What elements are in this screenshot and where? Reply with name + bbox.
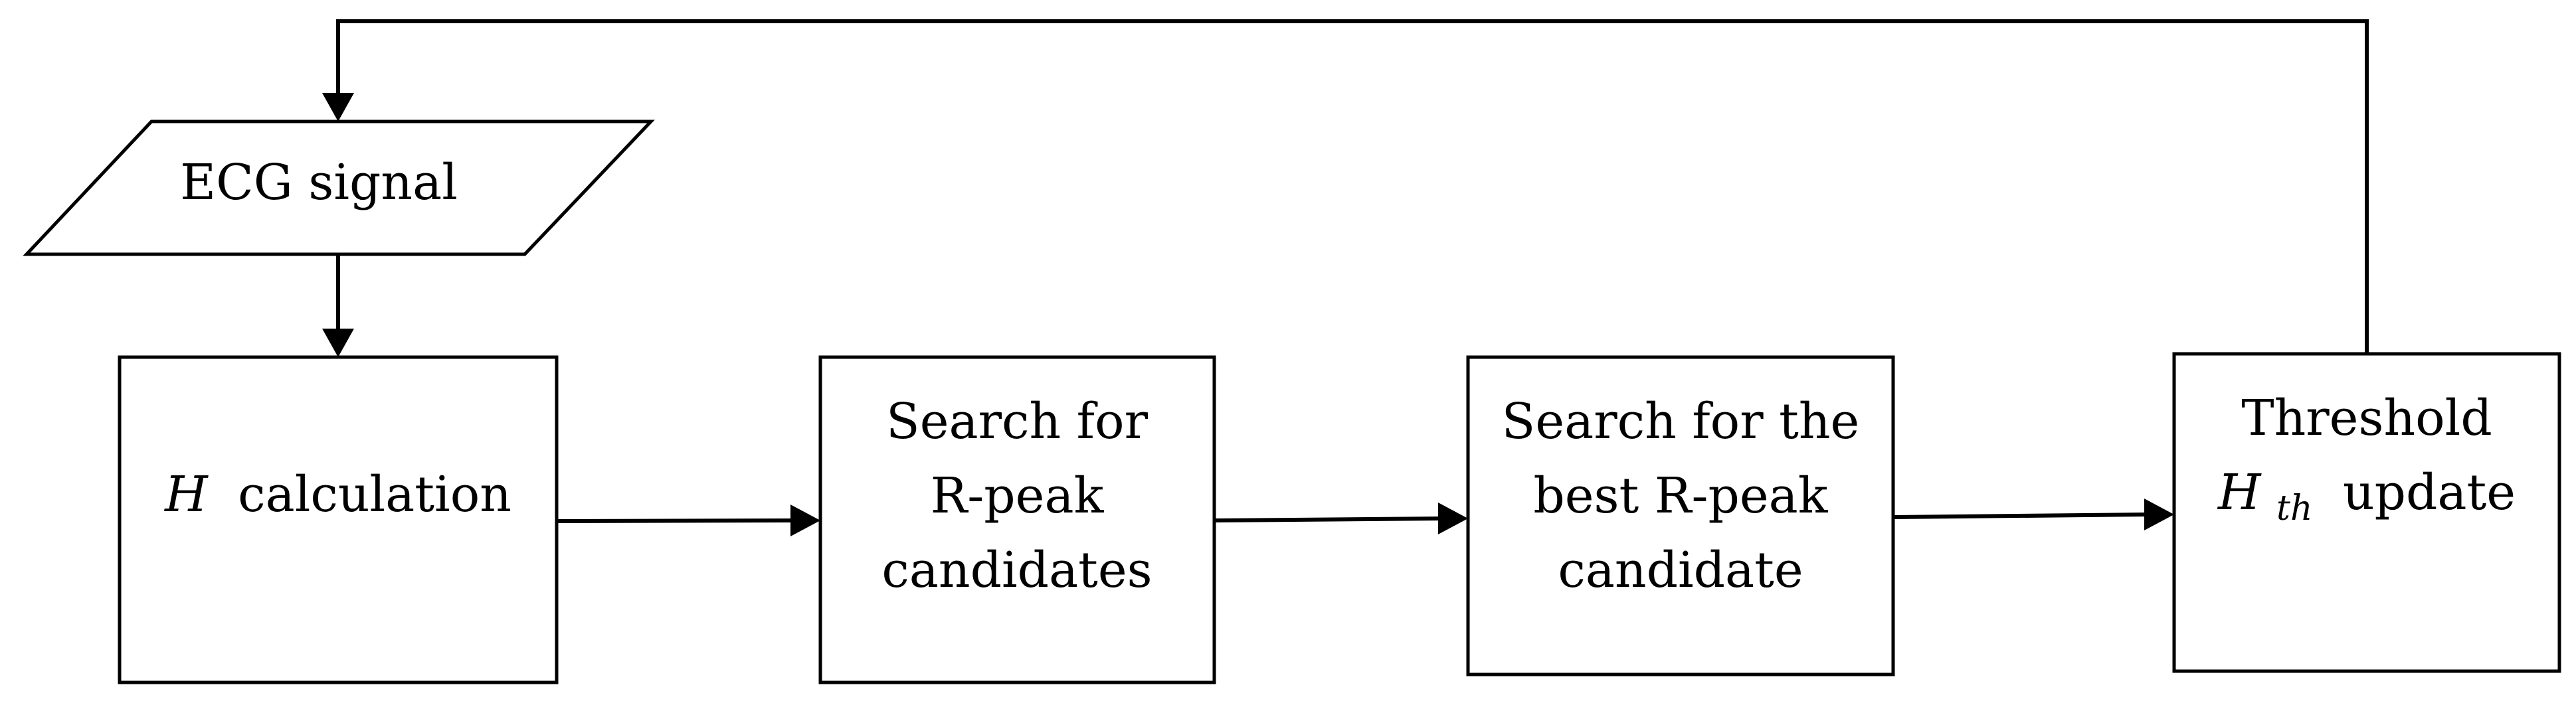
search-best-line-2: best R-peak bbox=[1533, 467, 1828, 524]
h-variable: H bbox=[163, 466, 209, 523]
node-h-calculation: H calculation bbox=[118, 355, 559, 684]
input-parallelogram bbox=[23, 119, 655, 256]
hth-subscript: th bbox=[2276, 489, 2312, 528]
ecg-signal-label: ECG signal bbox=[180, 154, 458, 211]
threshold-box bbox=[2172, 352, 2561, 673]
search-candidates-line-3: candidates bbox=[881, 542, 1152, 599]
edge-threshold-feedback-to-input bbox=[336, 19, 2369, 354]
search-candidates-line-2: R-peak bbox=[931, 467, 1105, 524]
node-search-candidates: Search for R-peak candidates bbox=[818, 355, 1216, 684]
node-search-best: Search for the best R-peak candidate bbox=[1466, 355, 1895, 676]
edge-search-candidates-to-search-best bbox=[1214, 516, 1443, 522]
arrowhead-into-input bbox=[322, 93, 354, 121]
h-calculation-text: calculation bbox=[238, 466, 511, 523]
arrowhead-into-h-calculation bbox=[322, 329, 354, 357]
hth-variable: H bbox=[2217, 464, 2262, 521]
threshold-line-2: H th update bbox=[2217, 464, 2516, 532]
arrowhead-into-search-best bbox=[1438, 503, 1468, 534]
threshold-update-text: update bbox=[2343, 464, 2516, 521]
arrowheads bbox=[322, 93, 2174, 536]
search-best-line-1: Search for the bbox=[1502, 393, 1860, 450]
h-calculation-label: H calculation bbox=[163, 466, 511, 523]
edge-search-best-to-threshold bbox=[1892, 512, 2149, 519]
node-ecg-signal: ECG signal bbox=[23, 119, 655, 256]
arrowhead-into-threshold bbox=[2144, 499, 2174, 530]
search-best-box bbox=[1466, 355, 1895, 676]
edge-h-calculation-to-search-candidates bbox=[556, 518, 794, 523]
search-candidates-line-1: Search for bbox=[886, 393, 1149, 450]
threshold-line-1: Threshold bbox=[2241, 390, 2492, 447]
search-best-line-3: candidate bbox=[1558, 542, 1803, 599]
search-candidates-box bbox=[818, 355, 1216, 684]
h-calculation-box bbox=[118, 355, 559, 684]
node-threshold-update: Threshold H th update bbox=[2172, 352, 2561, 673]
edges bbox=[336, 19, 2369, 523]
arrowhead-into-search-candidates bbox=[790, 505, 820, 536]
